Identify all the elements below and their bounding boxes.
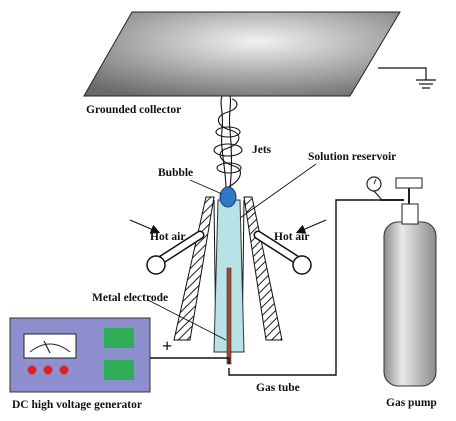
label-jets: Jets [252, 144, 272, 156]
hot-air-arrows [129, 219, 327, 234]
ground-symbol-icon [378, 67, 436, 89]
leader-lines [147, 163, 317, 341]
hot-air-arrow-left [129, 219, 161, 234]
panel-display [104, 360, 134, 380]
bubble [219, 186, 237, 208]
label-plus-sign: + [162, 336, 172, 356]
label-hot-air-left: Hot air [150, 231, 185, 243]
hot-air-arrow-right [295, 219, 327, 234]
left-air-nozzle [146, 196, 215, 341]
bubble-leader [189, 179, 223, 195]
gas-cylinder [366, 176, 437, 387]
voltage-meter [23, 333, 77, 359]
panel-display [104, 328, 134, 348]
knob-icon [59, 365, 69, 375]
label-grounded-collector: Grounded collector [86, 104, 181, 116]
wires [150, 199, 380, 376]
right-air-nozzle [243, 196, 312, 341]
knob-icon [43, 365, 53, 375]
metal-electrode [226, 267, 232, 365]
electrode-wire [150, 357, 230, 364]
label-solution-reservoir: Solution reservoir [308, 151, 396, 163]
gas-tube [228, 199, 380, 376]
label-hot-air-right: Hot air [274, 231, 309, 243]
label-metal-electrode: Metal electrode [92, 292, 168, 304]
label-dc-generator: DC high voltage generator [12, 399, 142, 411]
dc-high-voltage-generator [9, 317, 151, 393]
labels: Grounded collector Jets Bubble Solution … [12, 104, 437, 411]
label-bubble: Bubble [158, 167, 193, 179]
reservoir-leader [239, 163, 317, 219]
electrode-leader [147, 299, 227, 341]
label-gas-pump: Gas pump [386, 397, 437, 409]
knob-icon [27, 365, 37, 375]
grounded-collector [83, 11, 401, 97]
label-gas-tube: Gas tube [256, 382, 300, 394]
jets [213, 95, 243, 191]
